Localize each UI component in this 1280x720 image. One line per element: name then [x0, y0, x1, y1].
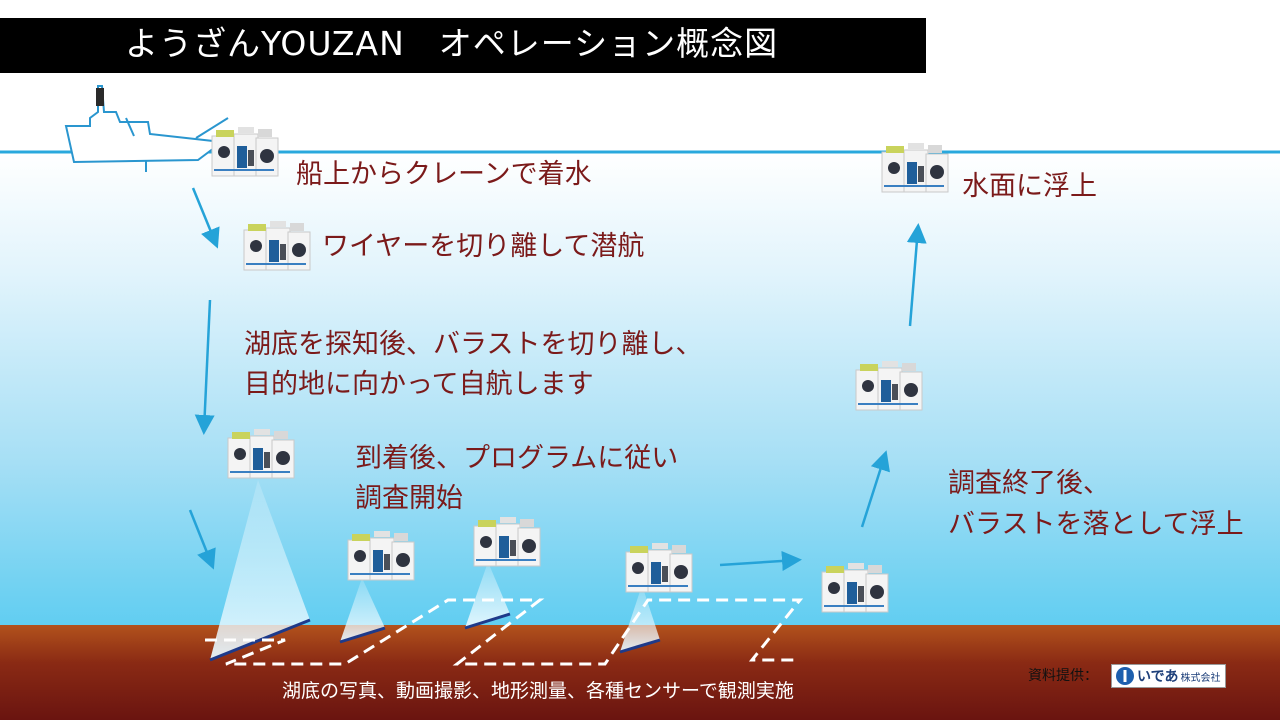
title-bar: ようざんYOUZAN オペレーション概念図 [0, 18, 926, 73]
lakebed-caption: 湖底の写真、動画撮影、地形測量、各種センサーで観測実施 [282, 680, 794, 702]
ship-icon [64, 85, 229, 172]
company-logo-icon [1116, 667, 1134, 685]
step-ascend-label-2: バラストを落として浮上 [948, 509, 1244, 540]
sonar-beam-icon [209, 480, 661, 662]
step-launch-label: 船上からクレーンで着水 [296, 159, 592, 190]
company-suffix: 株式会社 [1180, 672, 1221, 684]
survey-path-icon [205, 598, 804, 666]
step-survey-label-1: 到着後、プログラムに従い [355, 443, 679, 474]
step-ascend-label-1: 調査終了後、 [948, 468, 1110, 499]
step-survey-label-2: 調査開始 [355, 483, 463, 514]
page-title: ようざんYOUZAN オペレーション概念図 [125, 24, 779, 63]
credit-label: 資料提供： [1028, 668, 1098, 684]
step-dive-label: ワイヤーを切り離して潜航 [322, 231, 645, 262]
company-name: いであ [1137, 669, 1179, 685]
company-logo: いであ 株式会社 [1111, 664, 1226, 688]
arrow-icon [188, 187, 927, 571]
step-navigate-label-2: 目的地に向かって自航します [244, 369, 594, 400]
step-surface-label: 水面に浮上 [962, 171, 1097, 202]
step-navigate-label-1: 湖底を探知後、バラストを切り離し、 [244, 329, 703, 360]
